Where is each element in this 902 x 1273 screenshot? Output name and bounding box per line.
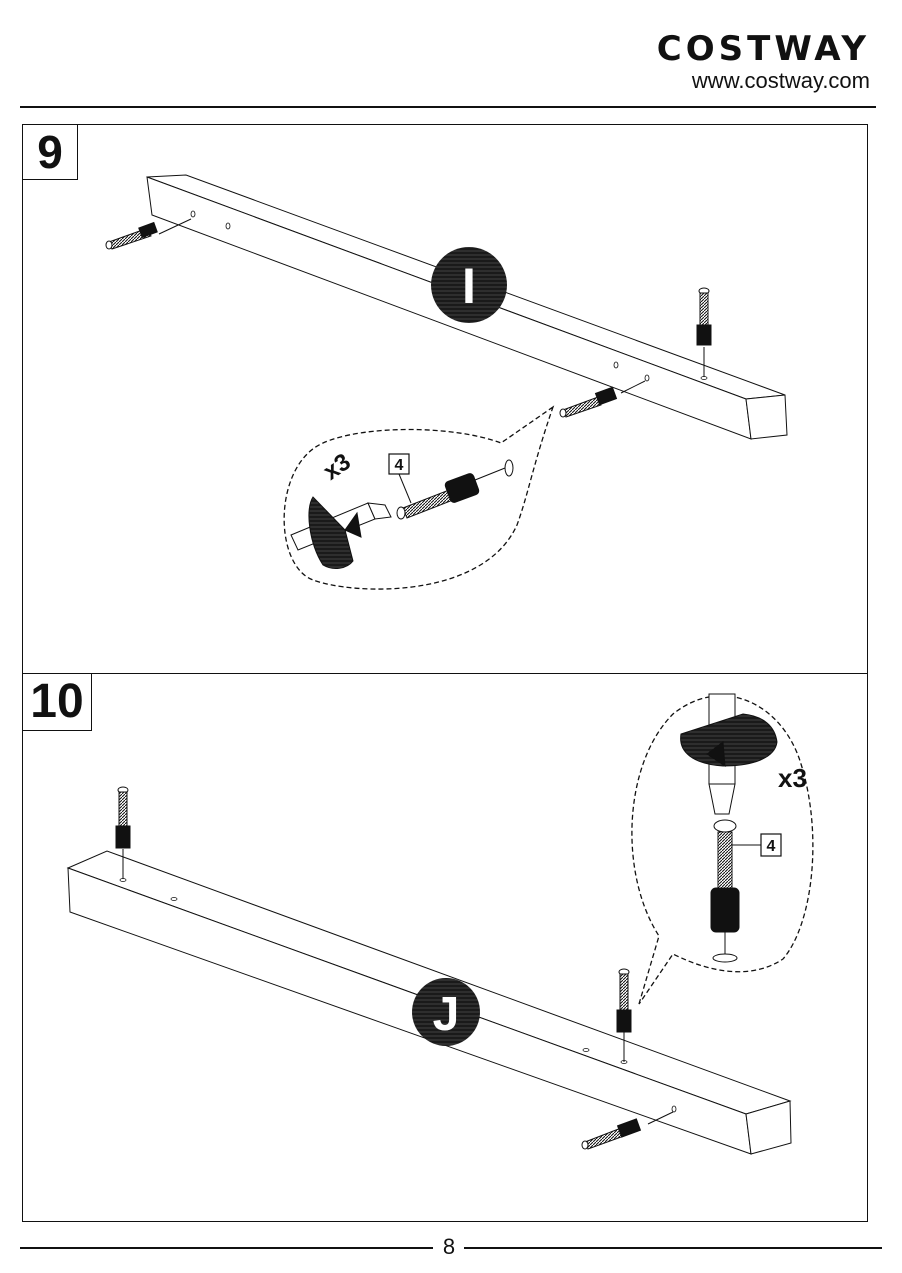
panel-j-badge: J	[412, 978, 480, 1046]
header-divider	[20, 106, 876, 108]
step-10-illustration: J	[23, 674, 869, 1223]
quantity-label: x3	[778, 763, 807, 793]
brand-logo-text: COSTWAY	[657, 32, 870, 66]
footer-divider-right	[464, 1247, 882, 1249]
part-number: 4	[395, 457, 404, 474]
panel-letter: J	[433, 988, 460, 1041]
panel-letter: I	[462, 258, 476, 314]
footer-divider-left	[20, 1247, 433, 1249]
brand-url: www.costway.com	[657, 68, 870, 94]
step-9-illustration: I	[23, 125, 869, 675]
step-number: 10	[23, 674, 92, 731]
step-9-panel: 9 I	[22, 124, 868, 674]
step-number: 9	[23, 125, 78, 180]
step-10-panel: 10 J	[22, 673, 868, 1222]
brand-header: COSTWAY www.costway.com	[657, 32, 870, 94]
page-number: 8	[434, 1234, 464, 1260]
part-number: 4	[767, 838, 776, 855]
panel-i-badge: I	[431, 247, 507, 323]
